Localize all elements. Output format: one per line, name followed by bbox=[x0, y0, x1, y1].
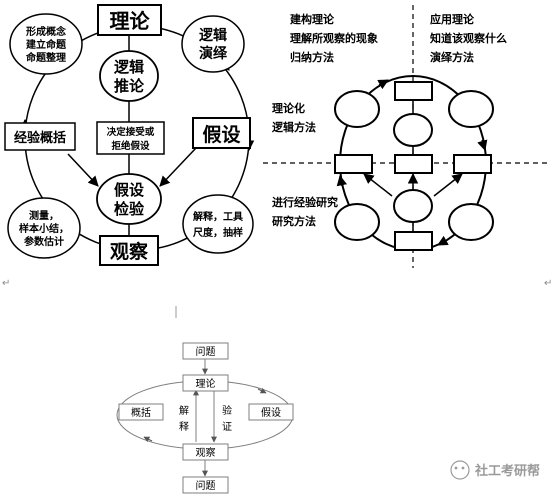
hypothesis-label-small: 假设 bbox=[261, 406, 281, 419]
right-box bbox=[453, 154, 492, 174]
question-bottom-box bbox=[182, 476, 229, 494]
interpret-char-2: 释 bbox=[179, 420, 189, 433]
loop-arrow-right bbox=[477, 139, 488, 152]
observation-box bbox=[99, 235, 159, 266]
observation-label-small: 观察 bbox=[196, 446, 216, 459]
interpret-line-1: 解释，工具 bbox=[193, 210, 243, 223]
verify-char-1: 验 bbox=[222, 404, 232, 417]
theory-box-small bbox=[182, 374, 229, 392]
form-concept-node bbox=[9, 13, 83, 75]
verify-char-2: 证 bbox=[222, 421, 232, 433]
logic-reasoning-line-2: 推论 bbox=[114, 77, 145, 95]
research-cycle-diagram: 理论 形成概念 建立命题 命题整理 逻辑 演绎 逻辑 推论 决定接受或 拒绝假设… bbox=[4, 4, 255, 266]
decide-box bbox=[96, 121, 165, 155]
empirical-research-line-2: 研究方法 bbox=[272, 214, 316, 228]
logic-deduction-node bbox=[181, 15, 245, 73]
empirical-generalization-label: 经验概括 bbox=[14, 130, 66, 146]
measure-line-2: 样本小结， bbox=[19, 222, 69, 235]
wheel-arrow-bottom-left bbox=[143, 436, 153, 443]
wechat-icon-eye-left bbox=[454, 466, 458, 470]
apply-theory-line-2: 知道该观察什么 bbox=[429, 31, 507, 45]
paragraph-mark-left: ↵ bbox=[2, 278, 10, 289]
loop-arrow-top-left bbox=[377, 79, 389, 90]
measure-line-3: 参数估计 bbox=[24, 235, 64, 248]
measure-line-1: 测量， bbox=[29, 209, 59, 222]
loop-arrow-left bbox=[336, 174, 348, 187]
theorize-line-2: 逻辑方法 bbox=[272, 120, 316, 134]
measure-node bbox=[7, 197, 81, 259]
top-box bbox=[394, 81, 433, 101]
loop-arrow-bottom-right bbox=[437, 235, 449, 246]
induction-deduction-diagram: 建构理论 理解所观察的现象 归纳方法 应用理论 知道该观察什么 演绎方法 理论化… bbox=[263, 5, 550, 268]
build-theory-line-1: 建构理论 bbox=[290, 12, 335, 26]
interpret-line-2: 尺度，抽样 bbox=[193, 226, 243, 239]
question-top-label: 问题 bbox=[196, 345, 216, 358]
question-bottom-label: 问题 bbox=[196, 479, 216, 492]
interpret-char-1: 解 bbox=[179, 404, 189, 417]
wheel-arrow-top-right bbox=[257, 387, 267, 394]
paragraph-mark-right: ↵ bbox=[544, 278, 552, 289]
form-concept-line-3: 命题整理 bbox=[25, 51, 66, 64]
center-box bbox=[394, 154, 433, 174]
observation-label: 观察 bbox=[110, 240, 149, 263]
connector-to-left-box bbox=[363, 173, 393, 197]
logic-deduction-line-1: 逻辑 bbox=[199, 27, 227, 44]
generalize-box bbox=[118, 403, 164, 421]
left-box bbox=[334, 154, 373, 174]
wheel-of-science-diagram: 问题 理论 概括 假设 观察 问题 解 释 验 证 bbox=[116, 342, 294, 494]
upper-right-ellipse bbox=[448, 90, 494, 128]
decide-line-1: 决定接受或 bbox=[107, 126, 155, 138]
lower-center-ellipse bbox=[393, 189, 433, 223]
build-theory-line-2: 理解所观察的现象 bbox=[290, 31, 378, 45]
upper-center-ellipse bbox=[393, 113, 433, 147]
connector-to-right-box bbox=[433, 173, 463, 197]
decide-line-2: 拒绝假设 bbox=[111, 140, 150, 152]
build-theory-line-3: 归纳方法 bbox=[290, 50, 334, 64]
hypothesis-box bbox=[192, 117, 251, 149]
generalize-label: 概括 bbox=[131, 406, 151, 419]
hypothesis-box-small bbox=[248, 403, 294, 421]
hypothesis-test-line-2: 检验 bbox=[114, 200, 145, 218]
watermark: 社工考研帮 bbox=[450, 460, 540, 480]
empirical-research-line-1: 进行经验研究 bbox=[272, 195, 338, 209]
lower-right-ellipse bbox=[448, 203, 494, 241]
logic-reasoning-node bbox=[99, 50, 159, 102]
watermark-label: 社工考研帮 bbox=[474, 463, 540, 479]
theory-box bbox=[97, 4, 162, 36]
logic-deduction-line-2: 演绎 bbox=[199, 45, 228, 62]
form-concept-line-1: 形成概念 bbox=[26, 25, 66, 38]
question-top-box bbox=[182, 342, 229, 360]
logic-reasoning-line-1: 逻辑 bbox=[114, 58, 144, 76]
theorize-line-1: 理论化 bbox=[272, 101, 305, 115]
upper-left-ellipse bbox=[334, 90, 380, 128]
observation-box-small bbox=[182, 443, 229, 461]
hypothesis-label: 假设 bbox=[202, 123, 240, 146]
interpret-node bbox=[182, 194, 254, 254]
lower-left-ellipse bbox=[334, 203, 380, 241]
bottom-box bbox=[394, 231, 433, 251]
empirical-generalization-box bbox=[4, 122, 76, 151]
hypothesis-test-line-1: 假设 bbox=[114, 181, 144, 199]
wechat-icon bbox=[450, 460, 470, 480]
apply-theory-line-1: 应用理论 bbox=[430, 12, 475, 26]
theory-label-small: 理论 bbox=[196, 377, 216, 390]
theory-label: 理论 bbox=[110, 9, 151, 33]
apply-theory-line-3: 演绎方法 bbox=[430, 50, 474, 64]
wechat-icon-eye-right bbox=[461, 466, 465, 470]
form-concept-line-2: 建立命题 bbox=[25, 38, 67, 51]
connector-test-hypothesis bbox=[159, 147, 197, 187]
hypothesis-test-node bbox=[96, 173, 162, 225]
connector-test-generalization bbox=[67, 153, 99, 187]
